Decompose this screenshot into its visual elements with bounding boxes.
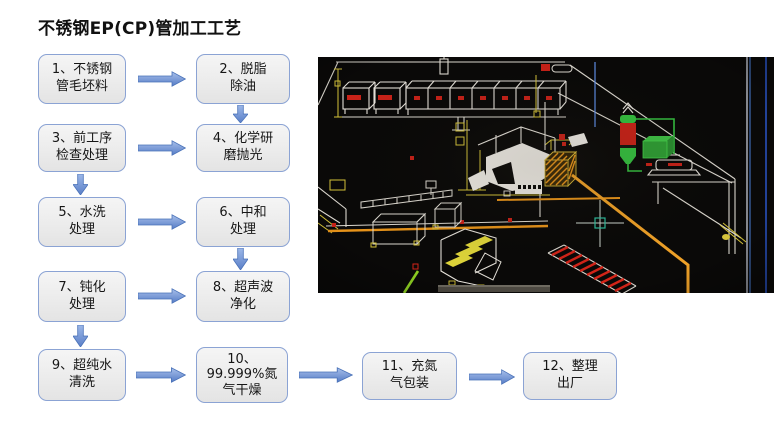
flow-box-1: 1、不锈钢 管毛坯料 <box>38 54 126 104</box>
cad-vignette <box>318 57 774 293</box>
arrow-3-to-4 <box>138 140 186 156</box>
arrow-5-to-6 <box>138 214 186 230</box>
arrow-10-to-11 <box>299 367 353 383</box>
down-arrow-below-7 <box>73 325 88 347</box>
arrow-7-to-8 <box>138 288 186 304</box>
flow-box-12: 12、整理 出厂 <box>523 352 617 400</box>
arrow-11-to-12 <box>469 369 515 385</box>
flow-box-6: 6、中和 处理 <box>196 197 290 247</box>
flow-box-2: 2、脱脂 除油 <box>196 54 290 104</box>
arrow-9-to-10 <box>136 367 186 383</box>
flow-box-4: 4、化学研 磨抛光 <box>196 124 290 172</box>
page-title: 不锈钢EP(CP)管加工工艺 <box>38 19 242 39</box>
flow-box-9: 9、超纯水 清洗 <box>38 349 126 401</box>
arrow-1-to-2 <box>138 71 186 87</box>
flow-box-7: 7、钝化 处理 <box>38 271 126 322</box>
flow-box-3: 3、前工序 检查处理 <box>38 124 126 172</box>
flow-box-5: 5、水洗 处理 <box>38 197 126 247</box>
cad-factory-drawing-photo <box>318 57 774 293</box>
flow-box-8: 8、超声波 净化 <box>196 271 290 322</box>
down-arrow-below-2 <box>233 105 248 123</box>
down-arrow-below-6 <box>233 248 248 270</box>
flow-box-11: 11、充氮 气包装 <box>362 352 457 400</box>
flow-box-10: 10、 99.999%氮 气干燥 <box>196 347 288 403</box>
down-arrow-below-3 <box>73 174 88 195</box>
